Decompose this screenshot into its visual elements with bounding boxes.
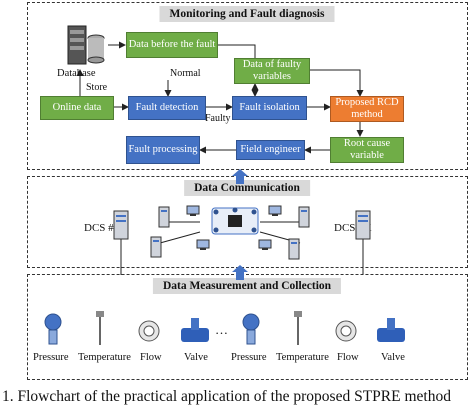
store-label: Store — [86, 82, 108, 93]
flow-meter-icon — [136, 318, 162, 349]
server-icon — [158, 206, 170, 233]
data-faulty-vars-box: Data of faulty variables — [234, 58, 310, 84]
ellipsis-label: … — [215, 322, 228, 337]
temperature-sensor-icon — [290, 310, 306, 351]
database-label: Database — [57, 68, 96, 79]
computer-icon — [268, 204, 282, 222]
sensor-label: Temperature — [276, 352, 329, 363]
data-before-fault-box: Data before the fault — [126, 32, 218, 58]
computer-icon — [196, 238, 210, 256]
server-icon — [355, 210, 371, 245]
database-icon — [60, 24, 106, 68]
communication-panel-title: Data Communication — [184, 180, 310, 196]
sensor-label: Flow — [337, 352, 359, 363]
server-icon — [150, 236, 162, 263]
dcs1-label: DCS #1 — [84, 222, 120, 234]
computer-icon — [186, 204, 200, 222]
field-engineer-box: Field engineer — [236, 140, 305, 160]
server-icon — [113, 210, 129, 245]
server-icon — [298, 206, 310, 233]
sensor-label: Flow — [140, 352, 162, 363]
fault-processing-box: Fault processing — [126, 136, 200, 164]
valve-icon — [180, 316, 210, 351]
server-icon — [288, 238, 300, 265]
sensor-label: Temperature — [78, 352, 131, 363]
network-hub-icon — [211, 207, 259, 235]
root-cause-box: Root cause variable — [330, 137, 404, 163]
computer-icon — [258, 238, 272, 256]
temperature-sensor-icon — [92, 310, 108, 351]
fault-detection-box: Fault detection — [128, 96, 206, 120]
online-data-box: Online data — [40, 96, 114, 120]
measurement-panel-title: Data Measurement and Collection — [152, 278, 342, 294]
pressure-sensor-icon — [240, 312, 262, 351]
monitoring-panel-title: Monitoring and Fault diagnosis — [159, 6, 335, 22]
proposed-rcd-box: Proposed RCD method — [330, 96, 404, 122]
sensor-label: Pressure — [231, 352, 267, 363]
flow-meter-icon — [333, 318, 359, 349]
valve-icon — [376, 316, 406, 351]
pressure-sensor-icon — [42, 312, 64, 351]
faulty-label: Faulty — [205, 113, 231, 124]
normal-label: Normal — [170, 68, 201, 79]
sensor-label: Valve — [381, 352, 405, 363]
sensor-label: Valve — [184, 352, 208, 363]
fault-isolation-box: Fault isolation — [232, 96, 307, 120]
figure-caption: 1. Flowchart of the practical applicatio… — [2, 388, 451, 405]
sensor-label: Pressure — [33, 352, 69, 363]
